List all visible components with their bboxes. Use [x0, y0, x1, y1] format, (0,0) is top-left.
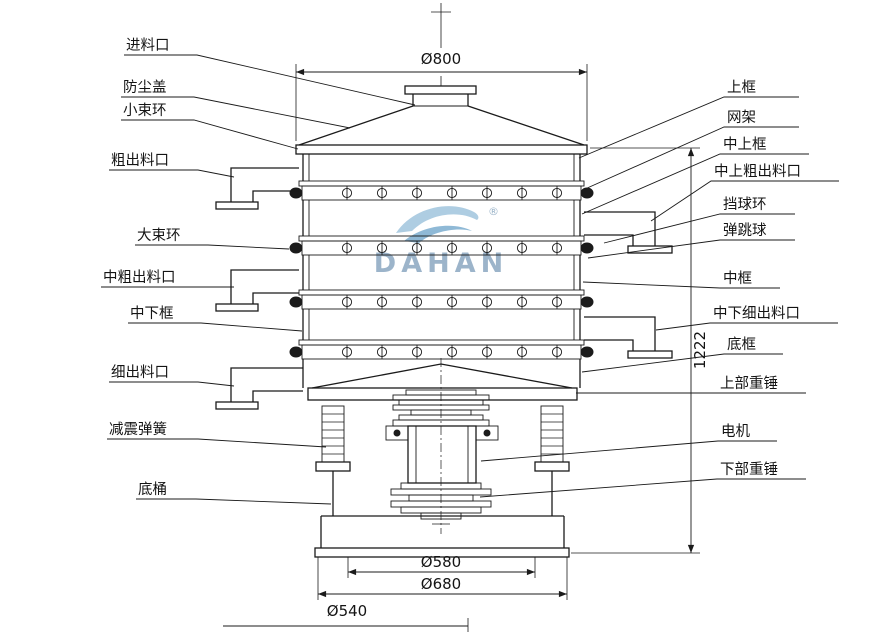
labels-left: 进料口 防尘盖 小束环 粗出料口 大束环 中粗出料口 中下框 细出料口	[101, 37, 416, 505]
label-base-barrel: 底桶	[136, 481, 332, 505]
outlet-mid-coarse-left	[215, 269, 299, 312]
label-ball-blocking-ring: 挡球环	[603, 196, 795, 244]
frame-walls	[302, 154, 581, 388]
dimension-inner-bottom-diameter: Ø580	[347, 553, 536, 578]
outlet-mid-lower-fine-right	[584, 316, 673, 359]
label-mid-lower-fine-outlet: 中下细出料口	[655, 305, 838, 331]
label-text: 中下细出料口	[713, 305, 800, 322]
dim-text-base-diameter: Ø540	[327, 602, 367, 620]
label-text: 中上框	[723, 136, 767, 153]
label-coarse-outlet: 粗出料口	[109, 152, 235, 178]
dust-cover	[295, 105, 588, 155]
lower-weight	[390, 482, 492, 520]
outlet-coarse-left	[215, 167, 299, 210]
clamp-end-bolts	[289, 187, 594, 358]
upper-weight	[392, 389, 490, 427]
label-text: 上部重锤	[720, 375, 778, 392]
label-text: 中粗出料口	[103, 269, 176, 286]
label-text: 小束环	[123, 102, 167, 119]
dimension-base-diameter: Ø540	[223, 602, 469, 632]
dim-text-top-diameter: Ø800	[421, 50, 461, 68]
base-barrel	[314, 471, 570, 558]
label-bouncing-ball: 弹跳球	[587, 222, 795, 259]
label-mid-lower-frame: 中下框	[128, 305, 303, 332]
brand-logo-wave-icon	[404, 225, 472, 243]
outlet-fine-left	[215, 367, 303, 410]
label-motor: 电机	[480, 423, 777, 462]
label-text: 底框	[727, 336, 756, 353]
label-text: 防尘盖	[123, 79, 167, 96]
label-mid-upper-frame: 中上框	[581, 136, 809, 215]
label-text: 挡球环	[723, 196, 767, 213]
feed-inlet	[404, 85, 477, 107]
label-damping-spring: 减震弹簧	[107, 421, 327, 448]
dimension-outer-bottom-diameter: Ø680	[317, 557, 568, 600]
label-screen-frame: 网架	[584, 109, 799, 190]
label-mid-coarse-outlet: 中粗出料口	[101, 269, 234, 288]
brand-logo-swoosh-icon	[396, 206, 479, 233]
label-small-clamp-ring: 小束环	[121, 102, 299, 150]
label-text: 中上粗出料口	[714, 163, 801, 180]
label-lower-weight: 下部重锤	[479, 461, 806, 498]
machine-body	[215, 3, 673, 558]
label-text: 电机	[721, 423, 750, 440]
label-text: 弹跳球	[723, 222, 767, 239]
dimensions: Ø800 1222 Ø580 Ø680 Ø540	[223, 50, 709, 632]
label-text: 大束环	[137, 227, 181, 244]
dim-text-inner-bottom-diameter: Ø580	[421, 553, 461, 571]
label-middle-frame: 中框	[582, 270, 780, 289]
damping-springs	[315, 405, 570, 472]
label-text: 细出料口	[111, 364, 169, 381]
label-large-clamp-ring: 大束环	[135, 227, 290, 250]
label-mid-upper-coarse-outlet: 中上粗出料口	[650, 163, 839, 222]
label-feed-inlet: 进料口	[124, 37, 416, 106]
outlet-mid-upper-coarse-right	[584, 211, 673, 254]
label-bottom-frame: 底框	[581, 336, 783, 373]
brand-watermark: DAHAN ®	[374, 205, 508, 279]
label-text: 进料口	[126, 37, 170, 54]
label-upper-weight: 上部重锤	[576, 375, 806, 394]
label-text: 减震弹簧	[109, 421, 167, 438]
label-text: 中下框	[130, 305, 174, 322]
dim-text-total-height: 1222	[691, 331, 709, 369]
label-text: 上框	[727, 79, 756, 96]
dimension-top-diameter: Ø800	[295, 50, 588, 141]
dimension-total-height: 1222	[571, 147, 709, 554]
motor	[385, 425, 499, 484]
label-text: 网架	[727, 109, 756, 126]
label-text: 粗出料口	[111, 152, 169, 169]
motor-assembly	[385, 358, 499, 534]
label-dust-cover: 防尘盖	[121, 79, 351, 129]
label-text: 中框	[723, 270, 752, 287]
labels-right: 上框 网架 中上框 中上粗出料口 挡球环 弹跳球 中框 中下细出料口	[479, 79, 839, 498]
label-fine-outlet: 细出料口	[109, 364, 235, 387]
registered-mark: ®	[488, 205, 499, 218]
dim-text-outer-bottom-diameter: Ø680	[421, 575, 461, 593]
label-upper-frame: 上框	[578, 79, 799, 159]
label-text: 下部重锤	[720, 461, 778, 478]
label-text: 底桶	[138, 481, 167, 498]
brand-text: DAHAN	[374, 248, 508, 279]
